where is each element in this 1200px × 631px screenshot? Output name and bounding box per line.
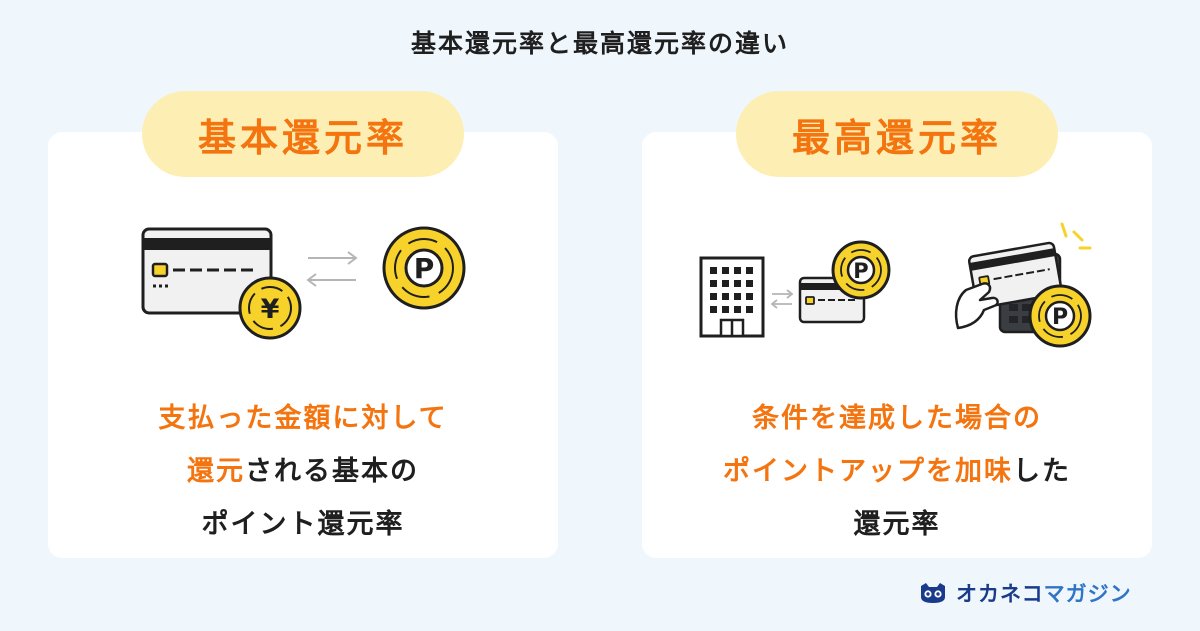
brand-main: オカネコ: [956, 582, 1044, 606]
max-rate-pill: 最高還元率: [736, 91, 1058, 177]
description-text: した: [1013, 456, 1071, 487]
description-text: 還元率: [853, 509, 941, 540]
exchange-arrows-icon: [306, 251, 358, 287]
description-line: 支払った金額に対して: [48, 392, 558, 445]
building-icon: [699, 256, 765, 338]
max-rate-illustration: P P: [699, 222, 1092, 348]
description-text: 条件を達成した場合の: [752, 403, 1042, 434]
basic-rate-description: 支払った金額に対して 還元される基本の ポイント還元率: [48, 392, 558, 551]
description-line: 還元される基本の: [48, 445, 558, 498]
basic-rate-card: [48, 132, 558, 558]
brand-sub: マガジン: [1043, 582, 1132, 606]
description-text: 支払った金額に対して: [158, 403, 448, 434]
point-symbol: P: [414, 252, 435, 285]
brand-logo: オカネコマガジン: [918, 578, 1132, 608]
cat-face-icon: [921, 583, 945, 603]
spark-lines: [1060, 222, 1092, 250]
yen-coin-icon: ¥: [238, 276, 302, 340]
point-symbol: P: [1052, 305, 1068, 330]
max-rate-description: 条件を達成した場合の ポイントアップを加味した 還元率: [642, 392, 1152, 551]
description-line: 還元率: [642, 498, 1152, 551]
basic-rate-illustration: ¥ P: [141, 226, 466, 340]
point-coin-icon: P: [831, 240, 891, 300]
hand-holding-card-icon: [954, 241, 1063, 330]
description-line: ポイント還元率: [48, 498, 558, 551]
description-text: 還元: [187, 456, 245, 487]
credit-card-icon: [141, 227, 273, 315]
point-symbol: P: [853, 259, 868, 283]
point-coin-icon: P: [382, 226, 466, 310]
description-line: ポイントアップを加味した: [642, 445, 1152, 498]
description-text: ポイントアップを加味: [723, 456, 1013, 487]
yen-symbol: ¥: [261, 294, 280, 325]
page-title: 基本還元率と最高還元率の違い: [410, 29, 789, 58]
exchange-arrows-icon: [770, 289, 794, 309]
brand-name: オカネコマガジン: [956, 578, 1132, 608]
basic-rate-pill: 基本還元率: [142, 91, 464, 177]
description-line: 条件を達成した場合の: [642, 392, 1152, 445]
description-text: される基本の: [245, 456, 419, 487]
description-text: ポイント還元率: [201, 509, 405, 540]
point-coin-icon: P: [1028, 284, 1092, 348]
